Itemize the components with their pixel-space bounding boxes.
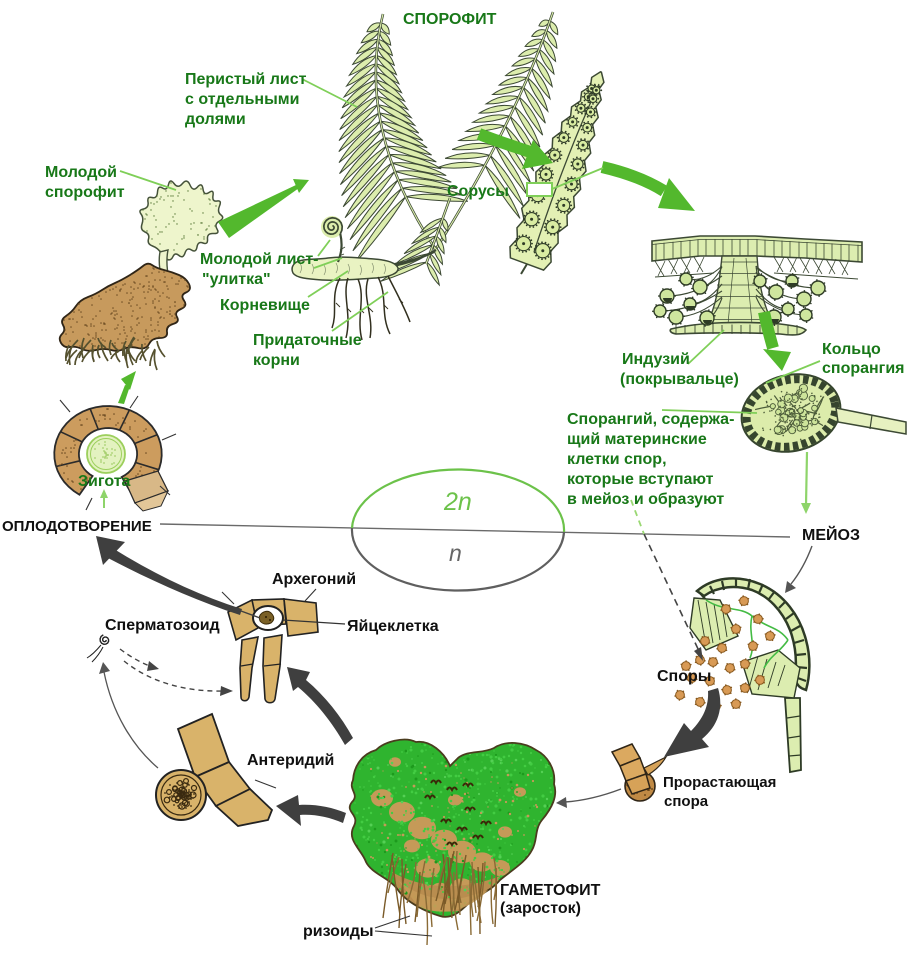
svg-text:Индузий: Индузий — [622, 351, 690, 368]
svg-text:с отдельными: с отдельными — [185, 91, 299, 108]
svg-text:Архегоний: Архегоний — [272, 571, 356, 588]
svg-text:клетки спор,: клетки спор, — [567, 451, 667, 468]
svg-text:"улитка": "улитка" — [202, 271, 271, 288]
svg-text:МЕЙОЗ: МЕЙОЗ — [802, 525, 860, 544]
svg-text:Перистый лист: Перистый лист — [185, 71, 307, 88]
svg-text:Споры: Споры — [657, 668, 711, 685]
svg-text:Зигота: Зигота — [78, 473, 131, 490]
svg-text:Антеридий: Антеридий — [247, 752, 334, 769]
svg-text:Молодой лист-: Молодой лист- — [200, 251, 319, 268]
svg-text:которые вступают: которые вступают — [567, 471, 714, 488]
svg-text:(заросток): (заросток) — [500, 900, 581, 917]
svg-text:2n: 2n — [443, 488, 472, 516]
svg-text:спорофит: спорофит — [45, 184, 125, 201]
svg-text:корни: корни — [253, 352, 300, 369]
svg-text:Сорусы: Сорусы — [447, 183, 509, 200]
svg-text:СПОРОФИТ: СПОРОФИТ — [403, 11, 497, 28]
svg-text:Сперматозоид: Сперматозоид — [105, 617, 220, 634]
svg-text:спорангия: спорангия — [822, 360, 905, 377]
svg-text:ГАМЕТОФИТ: ГАМЕТОФИТ — [500, 882, 601, 899]
svg-text:(покрывальце): (покрывальце) — [620, 371, 739, 388]
svg-text:в мейоз и образуют: в мейоз и образуют — [567, 491, 724, 508]
svg-text:ризоиды: ризоиды — [303, 923, 374, 940]
svg-text:щий материнские: щий материнские — [567, 431, 707, 448]
svg-text:Спорангий, содержа-: Спорангий, содержа- — [567, 411, 734, 428]
svg-text:долями: долями — [185, 111, 246, 128]
svg-text:спора: спора — [664, 793, 709, 810]
svg-text:Яйцеклетка: Яйцеклетка — [347, 618, 439, 635]
svg-text:Придаточные: Придаточные — [253, 332, 362, 349]
svg-text:Корневище: Корневище — [220, 297, 310, 314]
svg-text:Кольцо: Кольцо — [822, 341, 881, 358]
svg-text:n: n — [449, 540, 462, 566]
svg-text:Молодой: Молодой — [45, 164, 117, 181]
svg-text:ОПЛОДОТВОРЕНИЕ: ОПЛОДОТВОРЕНИЕ — [2, 518, 152, 535]
svg-text:Прорастающая: Прорастающая — [663, 774, 776, 791]
